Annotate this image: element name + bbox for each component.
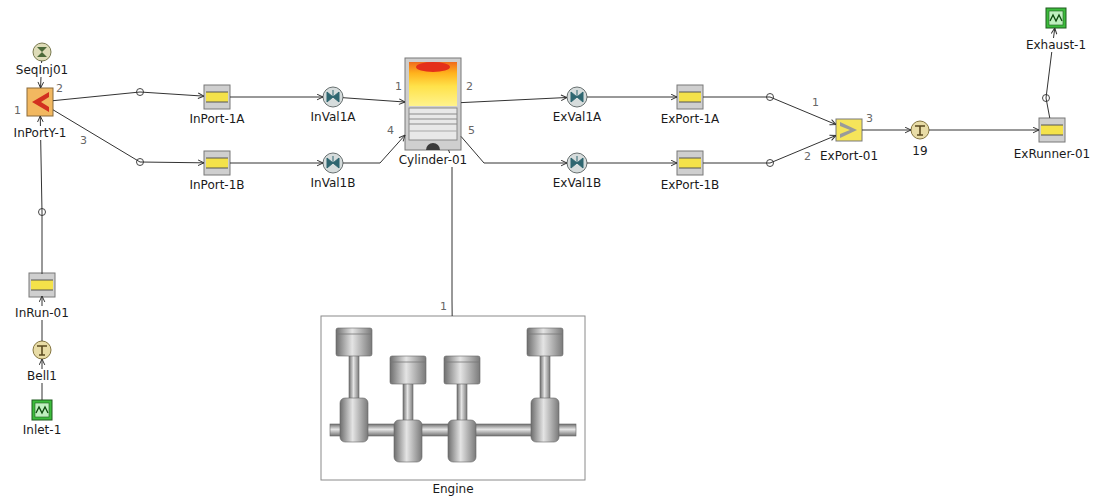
component-label: InVal1A bbox=[309, 110, 358, 124]
flow-connector bbox=[703, 135, 836, 163]
flow-connector bbox=[343, 135, 405, 163]
component-label: InVal1B bbox=[309, 176, 358, 190]
port-number: 3 bbox=[80, 134, 87, 147]
environment-icon bbox=[32, 400, 52, 420]
flow-connector bbox=[461, 136, 567, 163]
flow-connector bbox=[703, 97, 836, 125]
junction-dots bbox=[39, 89, 1050, 216]
flow-connector bbox=[929, 130, 1039, 131]
component-block: InPort-1A bbox=[204, 85, 230, 109]
component-label: SeqInj01 bbox=[14, 63, 70, 77]
valve-icon bbox=[323, 87, 343, 107]
component-label: Bell1 bbox=[25, 369, 59, 383]
component-block: Inlet-1 bbox=[32, 400, 52, 420]
component-block: InPort-1B bbox=[204, 151, 230, 175]
port-number: 2 bbox=[466, 80, 473, 93]
valve-icon bbox=[567, 153, 587, 173]
injector-icon bbox=[33, 43, 51, 61]
component-block: ExVal1B bbox=[567, 153, 587, 173]
pipe-icon bbox=[204, 85, 230, 109]
component-label: InPortY-1 bbox=[12, 126, 69, 140]
flow-connector bbox=[862, 130, 911, 131]
engine-illustration bbox=[321, 316, 585, 480]
component-label: InPort-1A bbox=[187, 112, 246, 126]
component-block: ExRunner-01 bbox=[1039, 118, 1065, 142]
component-block: InPortY-1 bbox=[27, 88, 53, 116]
component-block: InRun-01 bbox=[29, 274, 55, 296]
flow-connector bbox=[461, 97, 567, 102]
component-label: ExPort-1A bbox=[659, 112, 722, 126]
pipe-icon bbox=[29, 273, 55, 297]
y-junction-icon bbox=[27, 88, 53, 116]
pipe-icon bbox=[204, 151, 230, 175]
component-label: Cylinder-01 bbox=[397, 153, 470, 167]
component-block: ExVal1A bbox=[567, 87, 587, 107]
port-number: 1 bbox=[440, 300, 447, 313]
merge-junction-icon bbox=[836, 119, 862, 141]
component-block: Exhaust-1 bbox=[1046, 8, 1066, 28]
flow-connector bbox=[587, 97, 677, 98]
port-number: 1 bbox=[395, 80, 402, 93]
bellmouth-icon bbox=[33, 341, 51, 359]
valve-icon bbox=[567, 87, 587, 107]
flow-connector bbox=[449, 150, 453, 316]
component-block: Engine bbox=[321, 316, 585, 480]
component-label: 19 bbox=[910, 144, 929, 158]
component-block: InVal1A bbox=[323, 87, 343, 107]
component-label: ExRunner-01 bbox=[1012, 147, 1092, 161]
component-block: InVal1B bbox=[323, 153, 343, 173]
component-block: 19 bbox=[911, 121, 929, 139]
component-label: Exhaust-1 bbox=[1024, 38, 1088, 52]
component-block: ExPort-1A bbox=[677, 85, 703, 109]
port-number: 2 bbox=[804, 150, 811, 163]
port-number: 1 bbox=[14, 104, 21, 117]
port-number: 3 bbox=[866, 112, 873, 125]
flow-connector bbox=[53, 92, 204, 101]
environment-icon bbox=[1046, 8, 1066, 28]
port-number: 4 bbox=[387, 124, 394, 137]
flow-connector bbox=[53, 110, 204, 163]
flow-connector bbox=[343, 98, 405, 102]
cylinder-icon bbox=[405, 58, 461, 150]
component-label: ExPort-1B bbox=[659, 178, 722, 192]
pipe-icon bbox=[677, 85, 703, 109]
component-block: SeqInj01 bbox=[33, 43, 51, 61]
valve-icon bbox=[323, 153, 343, 173]
port-number: 2 bbox=[56, 82, 63, 95]
component-label: Inlet-1 bbox=[21, 423, 64, 437]
component-label: ExPort-01 bbox=[818, 149, 880, 163]
component-label: InPort-1B bbox=[187, 178, 246, 192]
pipe-icon bbox=[677, 151, 703, 175]
port-number: 5 bbox=[468, 124, 475, 137]
component-label: Engine bbox=[430, 482, 475, 496]
pipe-icon bbox=[1039, 118, 1065, 142]
component-block: Cylinder-01 bbox=[405, 58, 461, 150]
port-number: 1 bbox=[812, 96, 819, 109]
component-block: Bell1 bbox=[33, 341, 51, 359]
component-label: ExVal1B bbox=[551, 176, 604, 190]
bellmouth-icon bbox=[911, 121, 929, 139]
flow-connector bbox=[587, 163, 677, 164]
flow-connector bbox=[230, 163, 323, 164]
component-label: InRun-01 bbox=[13, 306, 71, 320]
component-block: ExPort-1B bbox=[677, 151, 703, 175]
component-block: ExPort-01 bbox=[836, 119, 862, 141]
flow-connector bbox=[230, 97, 323, 98]
component-label: ExVal1A bbox=[551, 110, 604, 124]
